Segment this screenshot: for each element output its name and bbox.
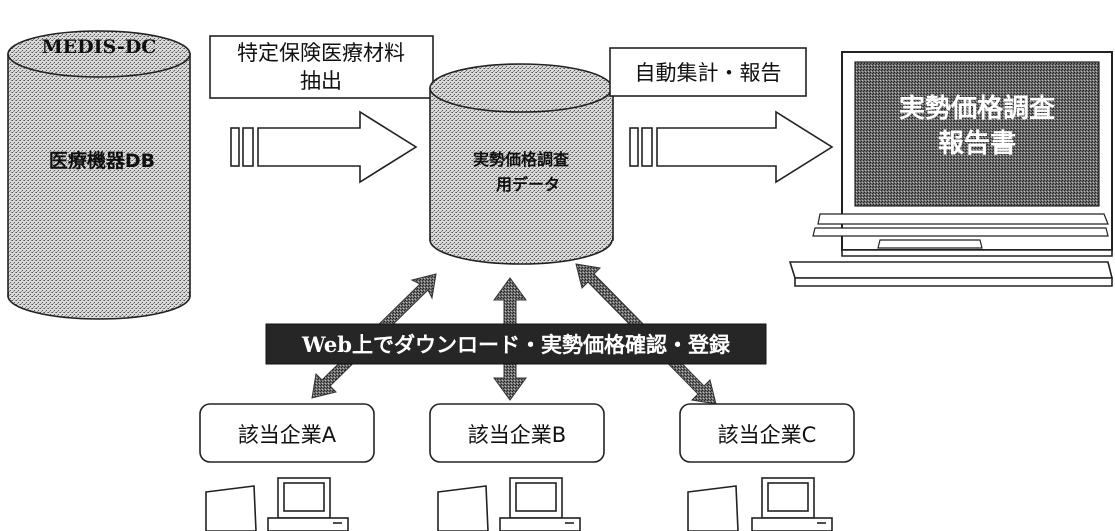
survey-data-label-line2: 用データ — [496, 175, 560, 194]
report-arrow-icon — [629, 110, 834, 184]
web-banner — [265, 323, 767, 365]
extract-label-line2: 抽出 — [300, 69, 342, 93]
extract-label-line1: 特定保険医療材料 — [237, 41, 405, 65]
web-banner-text: Web上でダウンロード・実勢価格確認・登録 — [301, 332, 731, 357]
medis-dc-database-icon — [7, 30, 191, 320]
report-title-line2: 報告書 — [938, 129, 1016, 159]
auto-report-label-box — [609, 47, 807, 97]
survey-data-database-icon — [429, 63, 614, 265]
workstation-b-icon — [437, 477, 581, 531]
company-a-label: 該当企業A — [238, 423, 337, 447]
company-b-box — [429, 403, 605, 463]
survey-data-label-line1: 実勢価格調査 — [473, 150, 569, 169]
company-c-label: 該当企業C — [718, 423, 817, 447]
extract-arrow-icon — [230, 110, 418, 184]
workstation-c-icon — [687, 477, 833, 531]
report-title-line1: 実勢価格調査 — [899, 93, 1055, 124]
laptop-icon — [788, 51, 1114, 287]
company-b-label: 該当企業B — [468, 423, 566, 447]
workstation-a-icon — [205, 477, 349, 531]
company-a-box — [199, 403, 375, 463]
auto-report-label: 自動集計・報告 — [635, 61, 782, 85]
company-c-box — [679, 403, 855, 463]
db-name: 医療機器DB — [49, 149, 155, 172]
db-title: MEDIS-DC — [42, 36, 157, 58]
extract-label-box — [209, 35, 434, 99]
